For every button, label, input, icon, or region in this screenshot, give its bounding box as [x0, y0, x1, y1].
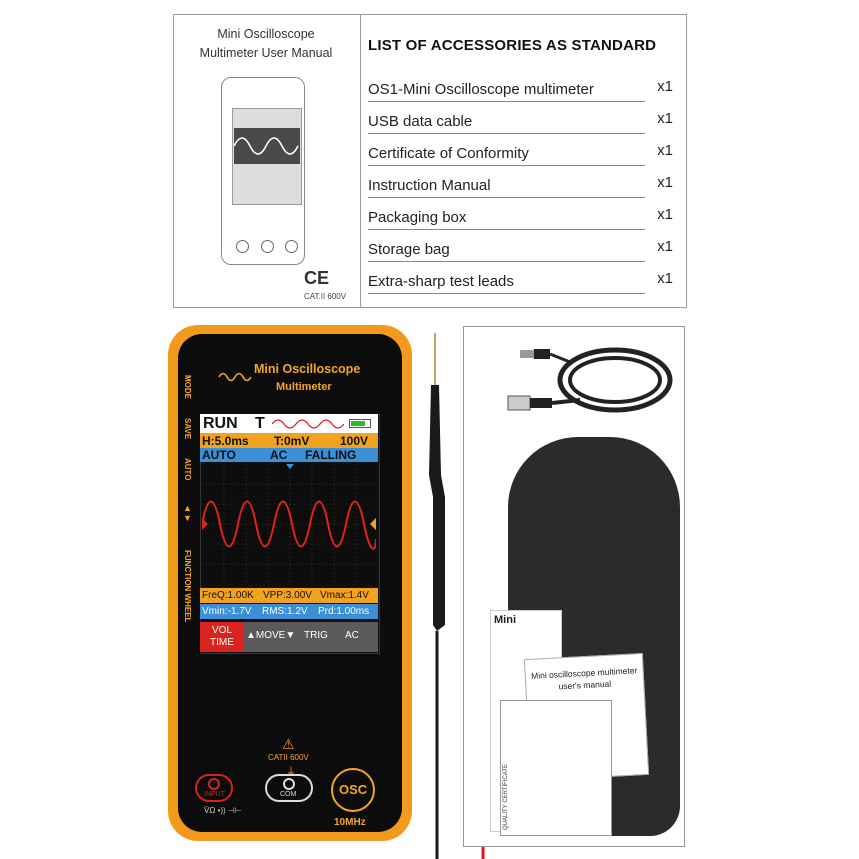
wheel-arrows-icon: ▲▼	[183, 503, 192, 523]
screen-status-bar	[200, 414, 378, 433]
certificate-label: QUALITY CERTIFICATE	[503, 763, 509, 830]
battery-icon	[349, 419, 371, 428]
rms-readout: RMS:1.2V	[262, 606, 308, 617]
waveform-trace	[202, 500, 376, 550]
accessory-name: Storage bag	[368, 241, 450, 258]
ce-mark: CE	[304, 268, 330, 288]
manual-input-jack-icon	[236, 240, 249, 253]
manual-com-jack-icon	[261, 240, 274, 253]
wave-logo-icon	[218, 372, 252, 382]
accessory-underline	[368, 197, 645, 198]
panel-divider	[360, 14, 361, 308]
ground-icon: ⏚	[286, 767, 296, 778]
trigger-mark: T	[255, 415, 265, 432]
trigger-mode: AUTO	[202, 448, 236, 462]
accessory-qty: x1	[657, 142, 673, 159]
accessory-underline	[368, 261, 645, 262]
accessory-underline	[368, 101, 645, 102]
screen-mini-wave-icon	[272, 419, 344, 429]
trigger-position-marker	[286, 464, 294, 469]
manual-osc-button-icon	[285, 240, 298, 253]
auto-button-label[interactable]: AUTO	[183, 458, 192, 481]
timebase-bar	[200, 433, 378, 448]
mode-button-label[interactable]: MODE	[183, 375, 192, 399]
device-cat-rating: CATII 600V	[268, 753, 309, 762]
accessory-row: Certificate of Conformity x1	[368, 134, 673, 166]
measurement-bar-1	[200, 588, 378, 603]
accessory-name: Packaging box	[368, 209, 467, 226]
run-status: RUN	[203, 415, 238, 432]
channel-level-marker	[370, 518, 376, 530]
accessory-name: Extra-sharp test leads	[368, 273, 514, 290]
com-jack[interactable]	[265, 774, 313, 802]
quality-certificate	[500, 700, 612, 836]
com-jack-socket-icon	[283, 778, 295, 790]
accessory-qty: x1	[657, 270, 673, 287]
coupling-mode: AC	[270, 448, 288, 462]
accessory-row: Extra-sharp test leads x1	[368, 262, 673, 294]
accessory-qty: x1	[657, 174, 673, 191]
period-readout: Prd:1.00ms	[318, 606, 370, 617]
accessories-title: LIST OF ACCESSORIES AS STANDARD	[368, 37, 657, 54]
input-jack-socket-icon	[208, 778, 220, 790]
accessory-qty: x1	[657, 238, 673, 255]
accessory-qty: x1	[657, 110, 673, 127]
voltage-range: 100V	[340, 434, 369, 448]
com-jack-label: COM	[280, 791, 297, 798]
accessory-name: OS1-Mini Oscilloscope multimeter	[368, 81, 594, 98]
accessory-underline	[368, 133, 645, 134]
softkey-move[interactable]: ▲MOVE▼	[246, 630, 296, 641]
device-brand-subtitle: Multimeter	[276, 381, 332, 393]
vmin-readout: Vmin:-1.7V	[202, 606, 252, 617]
softkey-vol-label: VOL	[212, 625, 233, 636]
accessory-name: Certificate of Conformity	[368, 145, 529, 162]
vpp-readout: VPP:3.00V	[263, 590, 312, 601]
softkey-ac[interactable]: AC	[345, 630, 359, 641]
accessory-row: Storage bag x1	[368, 230, 673, 262]
frequency-readout: FreQ:1.00K	[202, 590, 254, 601]
accessories-panel	[173, 14, 687, 308]
manual-sheet-heading: Mini	[494, 614, 516, 626]
input-jack-label: INPUT	[204, 791, 225, 798]
save-button-label[interactable]: SAVE	[183, 418, 192, 440]
input-functions-icon: V̄Ω •)) ⊣⊢	[204, 806, 242, 815]
accessory-row: USB data cable x1	[368, 102, 673, 134]
accessory-underline	[368, 229, 645, 230]
accessory-row: Packaging box x1	[368, 198, 673, 230]
device-brand-title: Mini Oscilloscope	[254, 362, 361, 376]
manual-cat-rating: CAT.II 600V	[304, 292, 347, 301]
trigger-mode-bar	[200, 448, 378, 462]
accessory-underline	[368, 165, 645, 166]
measurement-bar-2	[200, 604, 378, 619]
osc-button-label: OSC	[339, 782, 368, 797]
input-jack[interactable]	[195, 774, 233, 802]
manual-waveform-illustration	[234, 128, 300, 164]
accessory-row: OS1-Mini Oscilloscope multimeter x1	[368, 70, 673, 102]
accessory-name: Instruction Manual	[368, 177, 491, 194]
channel-zero-marker	[202, 518, 208, 530]
softkey-time-label: TIME	[210, 637, 234, 648]
usb-cable-icon	[507, 347, 673, 413]
waveform-grid	[202, 464, 376, 584]
trigger-edge: FALLING	[305, 448, 357, 462]
accessory-row: Instruction Manual x1	[368, 166, 673, 198]
osc-button[interactable]	[331, 768, 375, 812]
trigger-level: T:0mV	[274, 434, 310, 448]
horizontal-timebase: H:5.0ms	[202, 434, 249, 448]
vmax-readout: Vmax:1.4V	[320, 590, 369, 601]
accessory-underline	[368, 293, 645, 294]
accessory-qty: x1	[657, 78, 673, 95]
manual-cover-title: Mini Oscilloscope Multimeter User Manual	[199, 27, 333, 60]
warning-icon: ⚠	[282, 736, 295, 752]
softkey-vol-time[interactable]	[200, 622, 244, 652]
accessory-qty: x1	[657, 206, 673, 223]
function-wheel-label[interactable]: FUNCTION WHEEL	[183, 550, 192, 623]
bandwidth-label: 10MHz	[334, 817, 366, 828]
accessory-name: USB data cable	[368, 113, 473, 130]
softkey-trig[interactable]: TRIG	[304, 630, 328, 641]
